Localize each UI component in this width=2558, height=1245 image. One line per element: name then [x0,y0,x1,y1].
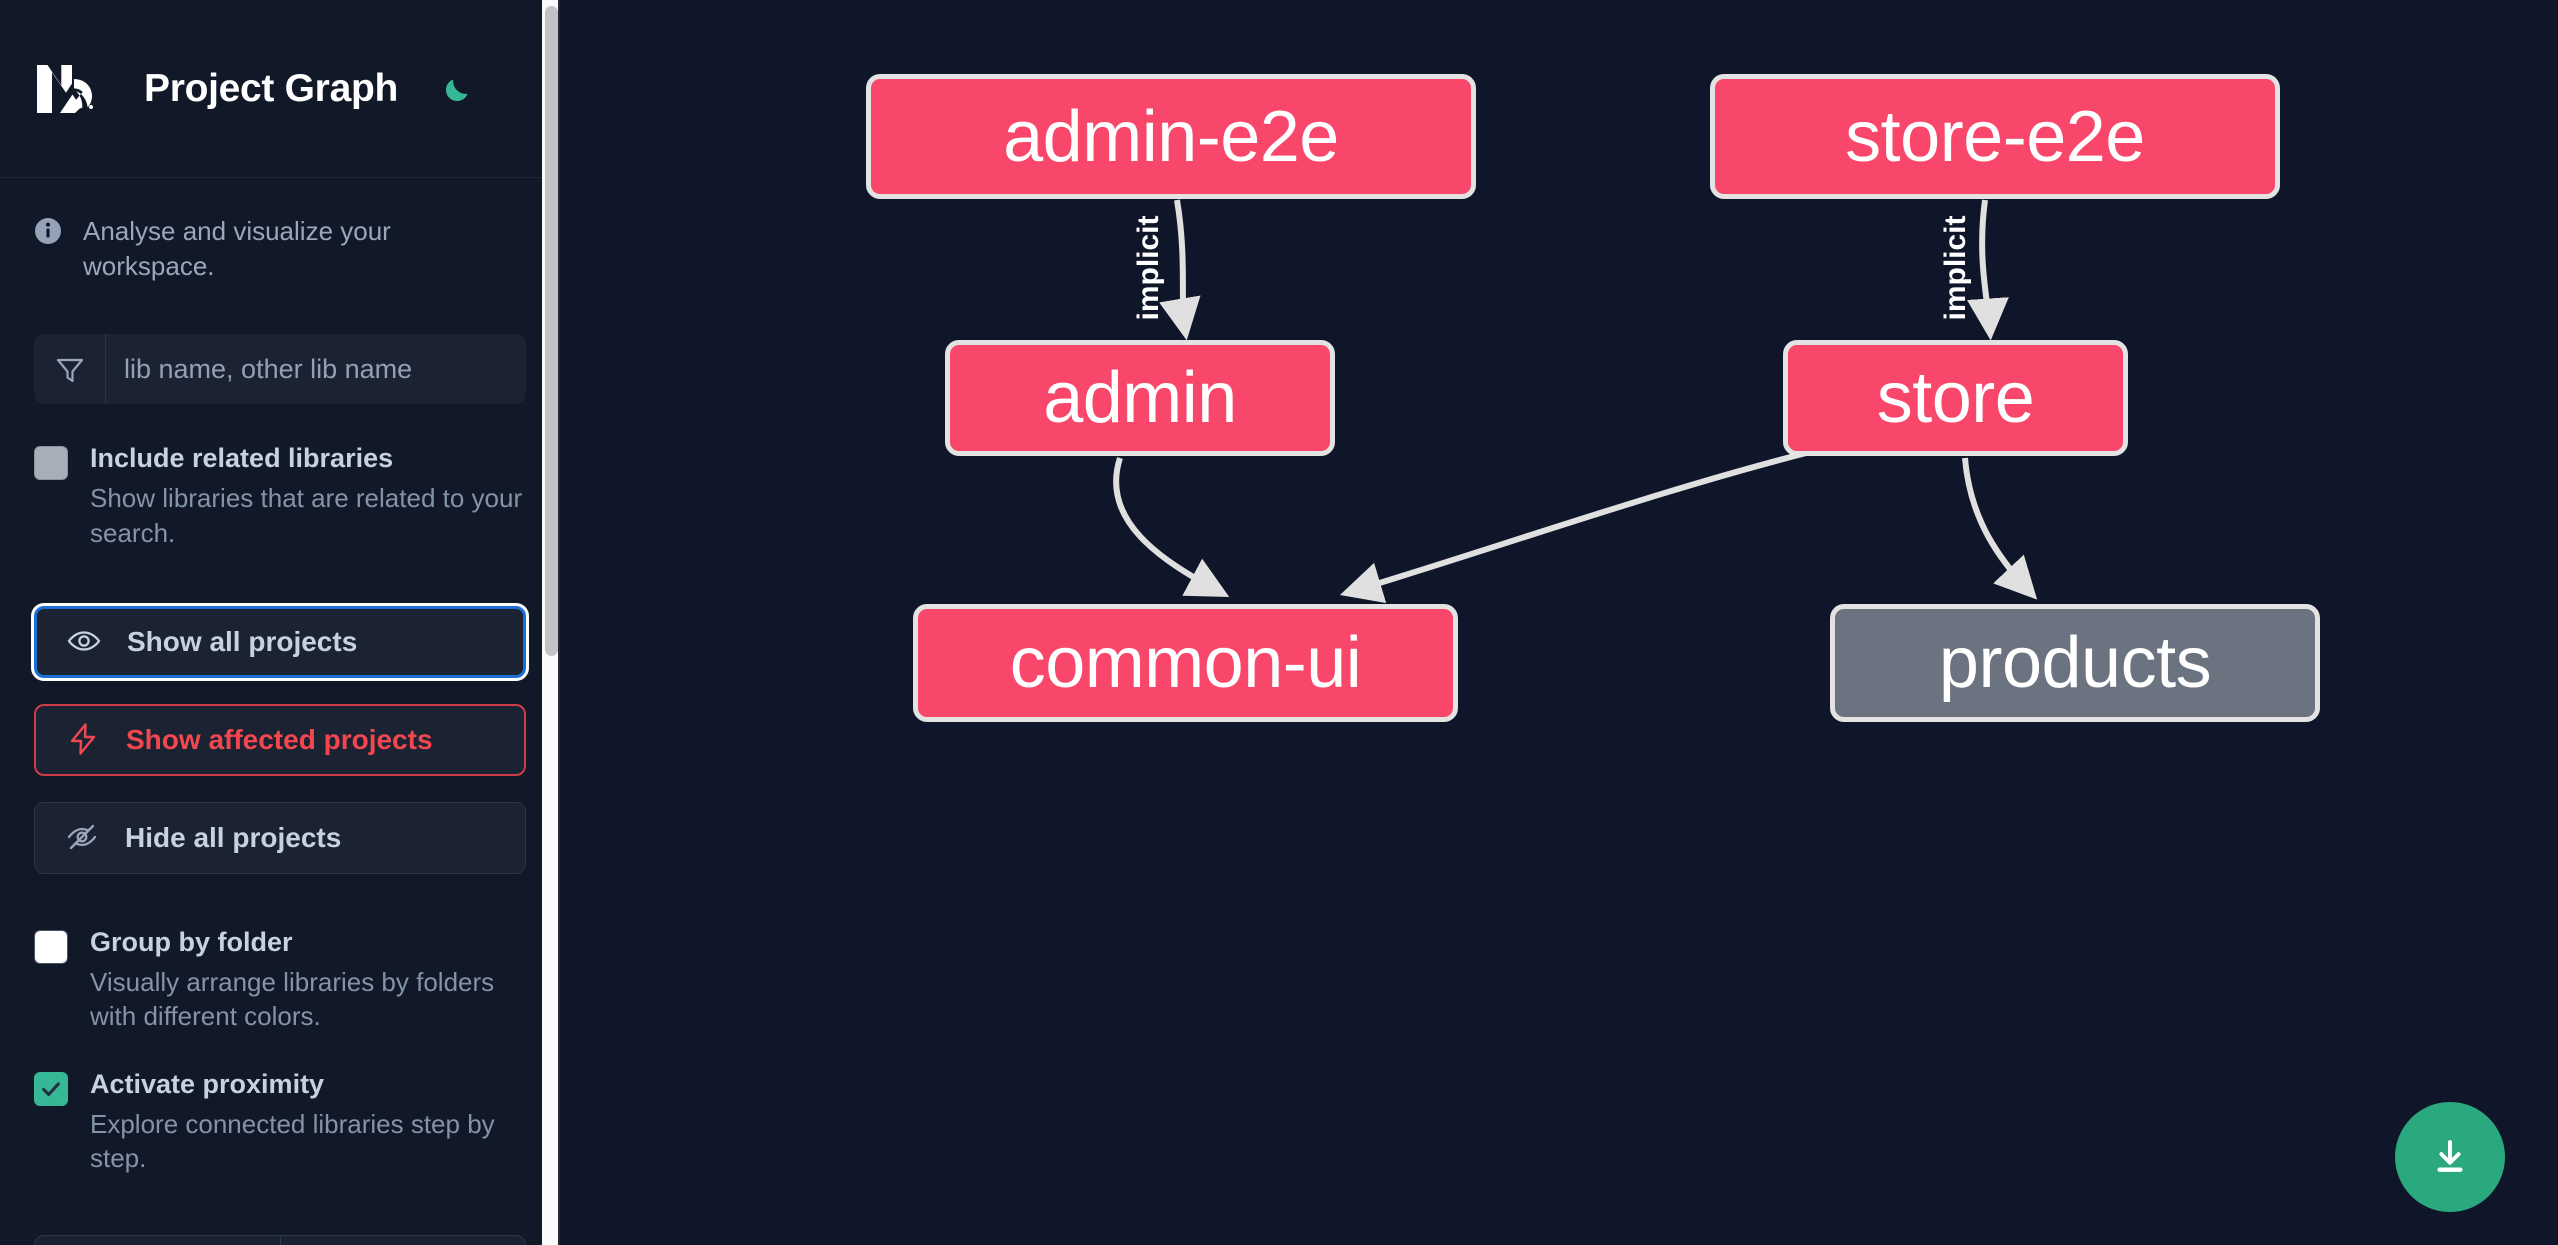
checkbox-description: Show libraries that are related to your … [90,482,523,548]
checkbox-icon[interactable] [34,446,68,481]
lightning-icon [66,722,100,759]
graph-node-admin-e2e[interactable]: admin-e2e [866,74,1476,199]
eye-off-icon [65,820,99,857]
nx-logo-icon [34,63,114,115]
analyse-info: Analyse and visualize your workspace. [0,178,560,284]
checkbox-label: Activate proximity [90,1069,325,1099]
checkbox-label: Include related libraries [90,443,394,474]
brand-header: Project Graph [0,0,560,178]
graph-node-label: admin-e2e [1003,96,1339,177]
graph-node-admin[interactable]: admin [945,340,1335,456]
checkbox-include-related-libraries[interactable]: Include related libraries Show libraries… [0,404,560,550]
analyse-text: Analyse and visualize your workspace. [83,216,391,282]
checkbox-group-by-folder[interactable]: Group by folder Visually arrange librari… [0,874,560,1034]
info-icon [34,217,62,250]
bottom-group-segment[interactable] [281,1236,526,1245]
graph-node-label: store [1876,358,2035,438]
eye-icon [67,624,101,661]
edge-label-implicit: implicit [1132,215,1165,320]
graph-node-label: common-ui [1009,623,1362,703]
download-button[interactable] [2395,1102,2505,1212]
moon-icon[interactable] [436,67,480,111]
graph-node-store[interactable]: store [1783,340,2128,456]
sidebar: Project Graph Analyse and visualize your… [0,0,560,1245]
button-label: Show affected projects [126,724,433,756]
show-affected-projects-button[interactable]: Show affected projects [34,704,526,777]
graph-node-common-ui[interactable]: common-ui [913,604,1458,722]
graph-node-label: admin [1043,358,1237,438]
download-icon [2437,1140,2463,1172]
checkbox-icon[interactable] [34,1072,68,1106]
graph-canvas[interactable]: implicit implicit admin-e2e store-e2e admi… [560,0,2558,1245]
button-label: Show all projects [127,626,358,658]
graph-node-store-e2e[interactable]: store-e2e [1710,74,2280,199]
checkbox-description: Visually arrange libraries by folders wi… [90,966,495,1032]
checkbox-activate-proximity[interactable]: Activate proximity Explore connected lib… [0,1034,560,1176]
bottom-button-group[interactable] [34,1235,526,1245]
edge-label-implicit: implicit [1939,215,1972,320]
sidebar-scrollbar-thumb[interactable] [545,6,558,656]
graph-node-label: products [1938,623,2212,703]
page-title: Project Graph [144,66,398,110]
sidebar-scrollbar[interactable] [542,0,560,1245]
button-label: Hide all projects [125,822,342,854]
graph-edges: implicit implicit [1113,199,2038,604]
checkbox-description: Explore connected libraries step by step… [90,1108,495,1174]
search-input[interactable] [106,334,526,405]
graph-node-products[interactable]: products [1830,604,2320,722]
checkbox-icon[interactable] [34,930,68,965]
bottom-group-segment[interactable] [35,1236,281,1245]
sidebar-divider [558,0,560,1245]
search-bar[interactable] [34,334,526,405]
filter-icon [34,334,106,405]
checkbox-label: Group by folder [90,927,293,958]
graph-node-label: store-e2e [1845,96,2145,177]
show-all-projects-button[interactable]: Show all projects [34,606,526,679]
hide-all-projects-button[interactable]: Hide all projects [34,802,526,875]
